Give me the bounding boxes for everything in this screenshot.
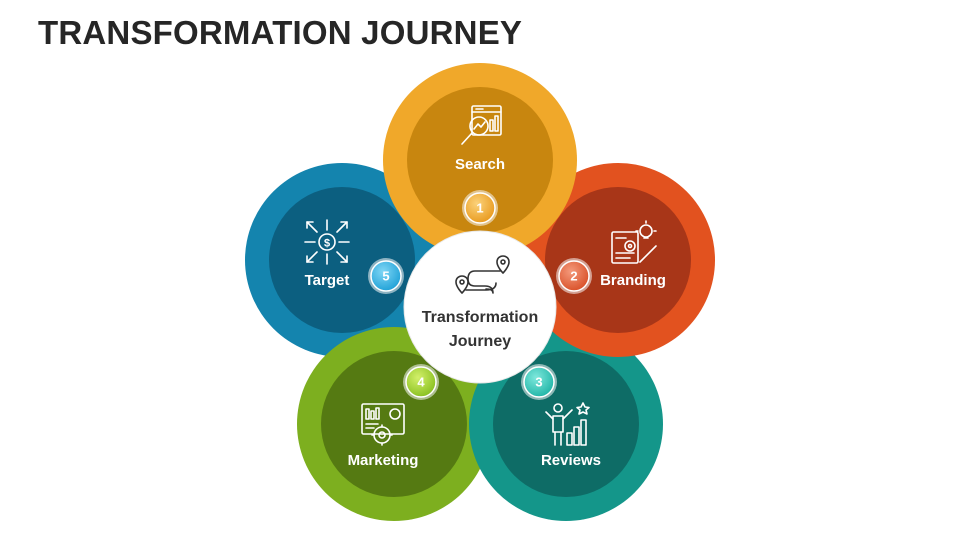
center-title-line1: Transformation <box>422 309 538 326</box>
step-label-branding: Branding <box>600 272 666 289</box>
branding-idea-icon <box>611 220 657 264</box>
center-title-line2: Journey <box>449 333 511 350</box>
step-badge-5: 5 <box>368 258 404 294</box>
petal-target <box>245 163 439 357</box>
slide-title: TRANSFORMATION JOURNEY <box>38 14 523 51</box>
step-label-reviews: Reviews <box>541 452 601 469</box>
step-number-1: 1 <box>476 201 483 216</box>
petal-search-inner <box>407 87 553 233</box>
center-circle <box>403 230 557 384</box>
center-hub: Transformation Journey <box>403 230 557 384</box>
step-number-3: 3 <box>535 375 542 390</box>
reviews-growth-icon <box>545 402 590 446</box>
petal-target-inner <box>269 187 415 333</box>
step-badge-1: 1 <box>462 190 498 226</box>
route-map-pins-icon <box>455 255 510 294</box>
target-dollar-icon: $ <box>304 219 350 265</box>
step-number-5: 5 <box>382 269 389 284</box>
step-label-target: Target <box>305 272 350 289</box>
search-analytics-icon <box>461 105 502 145</box>
svg-text:$: $ <box>324 238 330 250</box>
marketing-dashboard-icon <box>361 403 405 446</box>
petal-search <box>383 63 577 257</box>
petal-branding-inner <box>545 187 691 333</box>
step-label-search: Search <box>455 156 505 173</box>
step-badge-3: 3 <box>521 364 557 400</box>
step-number-2: 2 <box>570 269 577 284</box>
step-badge-2: 2 <box>556 258 592 294</box>
step-number-4: 4 <box>417 375 425 390</box>
petal-branding <box>521 163 715 357</box>
step-badge-4: 4 <box>403 364 439 400</box>
step-label-marketing: Marketing <box>348 452 419 469</box>
